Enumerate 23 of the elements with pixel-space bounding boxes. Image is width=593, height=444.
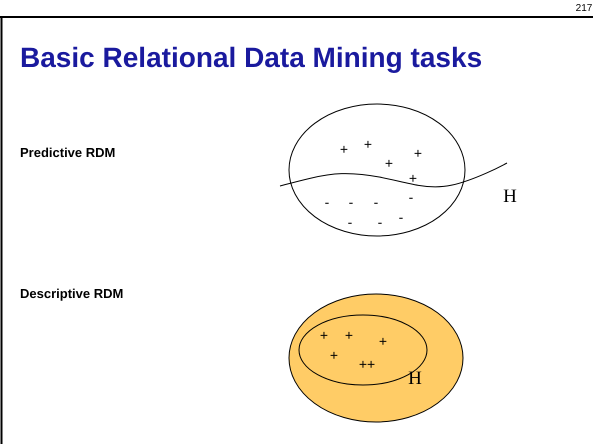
example-sign: + (320, 328, 328, 342)
slide-title: Basic Relational Data Mining tasks (20, 44, 482, 72)
example-sign: + (408, 171, 418, 185)
example-sign: - (378, 215, 382, 229)
example-sign: - (324, 195, 330, 209)
page-number: 217 (576, 4, 592, 14)
example-sign: + (330, 348, 338, 362)
example-sign: + (344, 328, 354, 342)
example-sign: + (340, 142, 348, 156)
example-sign: + (384, 156, 394, 170)
example-sign: - (398, 210, 404, 224)
hypothesis-label: H (408, 368, 422, 388)
task-label: Predictive RDM (20, 146, 116, 158)
example-sign: - (348, 195, 354, 209)
example-sign: - (408, 190, 414, 204)
example-sign: + (414, 146, 422, 160)
hypothesis-label: H (503, 186, 517, 206)
example-sign: - (348, 215, 352, 229)
example-sign: + (364, 137, 372, 151)
task-label: Descriptive RDM (20, 286, 124, 300)
example-sign: - (374, 195, 378, 209)
example-sign: ++ (358, 357, 376, 371)
example-sign: + (378, 334, 388, 348)
